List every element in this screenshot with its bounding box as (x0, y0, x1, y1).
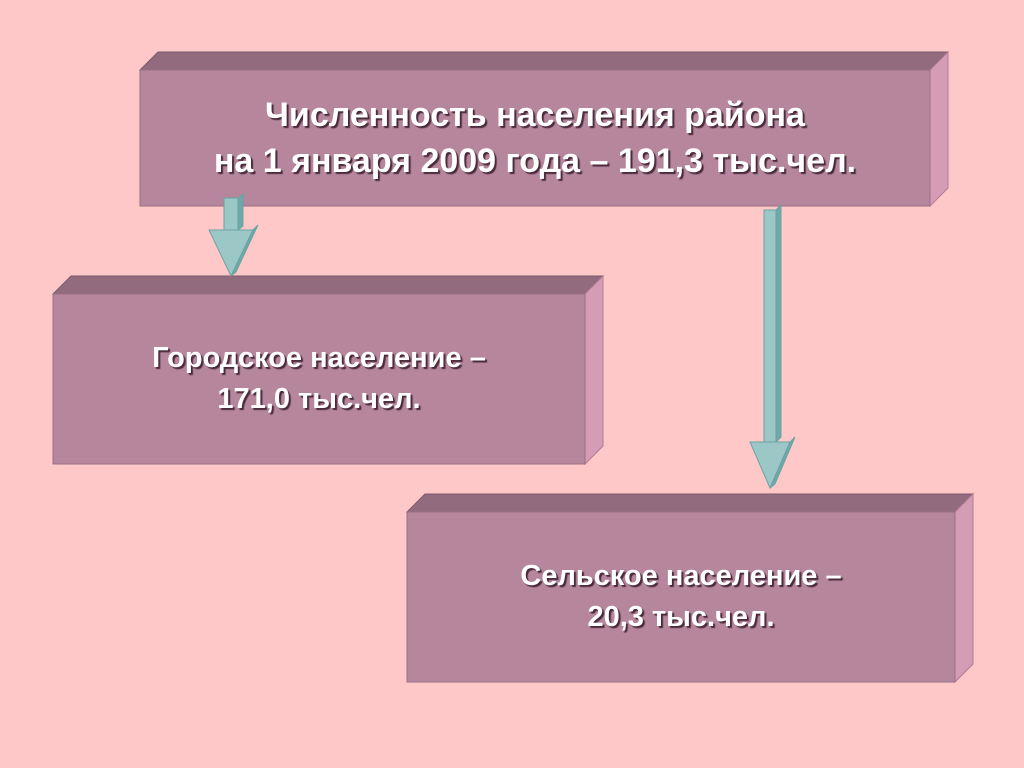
urban-box (51, 274, 605, 466)
rural-box (405, 492, 975, 684)
rural-box-top (405, 493, 975, 513)
rural-box-label: Сельское население – 20,3 тыс.чел. (407, 512, 955, 682)
rural-box-front (406, 511, 956, 683)
main-box-label: Численность населения района на 1 января… (140, 70, 930, 205)
main-box-front (139, 69, 931, 207)
urban-box-top (51, 275, 605, 295)
main-box-line1: Численность населения района (265, 95, 805, 134)
main-box-line2: на 1 января 2009 года – 191,3 тыс.чел. (213, 141, 857, 180)
rural-box-line2: 20,3 тыс.чел. (587, 601, 775, 633)
arrow-to-urban (208, 192, 259, 278)
urban-box-label: Городское население – 171,0 тыс.чел. (53, 294, 585, 464)
urban-box-line1: Городское население – (152, 342, 486, 374)
main-box-side (929, 50, 949, 208)
main-box-top (138, 51, 950, 71)
main-box (138, 50, 950, 208)
arrow-to-rural (749, 203, 796, 490)
urban-box-line2: 171,0 тыс.чел. (217, 383, 421, 415)
rural-box-side (954, 492, 974, 684)
rural-box-line1: Сельское население – (520, 560, 842, 592)
urban-box-side (584, 274, 604, 466)
urban-box-front (52, 293, 586, 465)
